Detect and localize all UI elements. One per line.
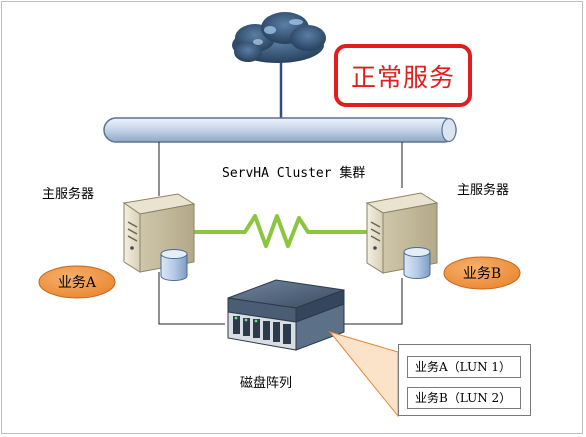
status-badge: 正常服务 xyxy=(334,44,472,107)
cloud-icon xyxy=(232,12,326,63)
disk-array-label: 磁盘阵列 xyxy=(240,376,293,391)
primary-server-label-right: 主服务器 xyxy=(457,183,510,198)
service-a-label: 业务A xyxy=(57,275,97,291)
service-b-label: 业务B xyxy=(462,266,502,282)
lun-list: 业务A（LUN 1） 业务B（LUN 2） xyxy=(398,344,531,416)
network-bus xyxy=(103,117,457,143)
primary-server-label-left: 主服务器 xyxy=(42,187,95,202)
storage-link-right xyxy=(331,278,403,325)
storage-link-left xyxy=(158,272,225,325)
disk-cylinder-icon xyxy=(160,249,188,281)
service-a-ellipse xyxy=(38,265,116,299)
heartbeat-zigzag-icon xyxy=(193,214,369,248)
lun-item: 业务A（LUN 1） xyxy=(407,356,521,378)
service-b-ellipse xyxy=(443,256,521,290)
disk-cylinder-icon xyxy=(403,247,431,279)
cluster-label: ServHA Cluster 集群 xyxy=(222,166,366,181)
disk-array-icon xyxy=(227,279,345,351)
lun-item: 业务B（LUN 2） xyxy=(407,387,521,409)
tower-server-icon xyxy=(365,192,439,274)
lun-callout xyxy=(328,331,399,418)
